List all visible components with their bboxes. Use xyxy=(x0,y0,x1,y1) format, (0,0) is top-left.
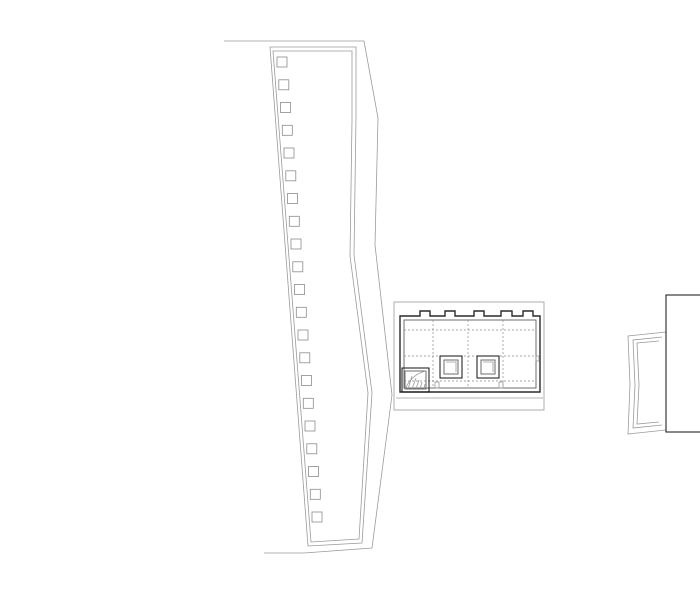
skylight xyxy=(278,79,290,91)
building-site-outline xyxy=(393,301,545,411)
light-well-right xyxy=(476,355,500,379)
skylight xyxy=(283,147,295,159)
skylight xyxy=(306,443,318,455)
skylight xyxy=(292,261,304,273)
wing-outer-outline xyxy=(260,40,393,554)
central-building xyxy=(393,301,545,411)
building-outer-wall xyxy=(399,310,541,393)
light-well-left xyxy=(439,355,463,379)
long-wing xyxy=(224,40,393,554)
skylight xyxy=(309,488,321,500)
neighbor-parapet-outline xyxy=(636,340,660,425)
neighbor-inner-outline xyxy=(632,336,663,429)
skylight xyxy=(280,102,291,113)
skylight xyxy=(297,329,309,341)
skylight xyxy=(285,170,297,182)
skylight xyxy=(288,215,300,227)
wing-parapet-outline xyxy=(272,50,369,543)
skylight xyxy=(294,284,305,295)
staircase xyxy=(401,367,430,393)
neighbor-outer-outline xyxy=(627,331,667,435)
skylight xyxy=(301,375,312,386)
skylight xyxy=(302,397,314,409)
skylight-row xyxy=(276,56,323,523)
skylight xyxy=(281,124,293,136)
neighbor-building xyxy=(627,294,700,435)
skylight xyxy=(304,420,316,432)
structural-grid xyxy=(404,320,536,388)
pillar-marks xyxy=(434,355,540,389)
skylight xyxy=(276,56,288,68)
skylight xyxy=(308,466,319,477)
skylight xyxy=(290,238,302,250)
skylight xyxy=(295,306,307,318)
neighbor-main-wall xyxy=(665,294,700,433)
skylight xyxy=(287,193,298,204)
skylight xyxy=(311,511,323,523)
wing-inner-outline xyxy=(269,46,373,547)
skylight xyxy=(299,352,311,364)
building-inner-wall xyxy=(403,319,537,389)
